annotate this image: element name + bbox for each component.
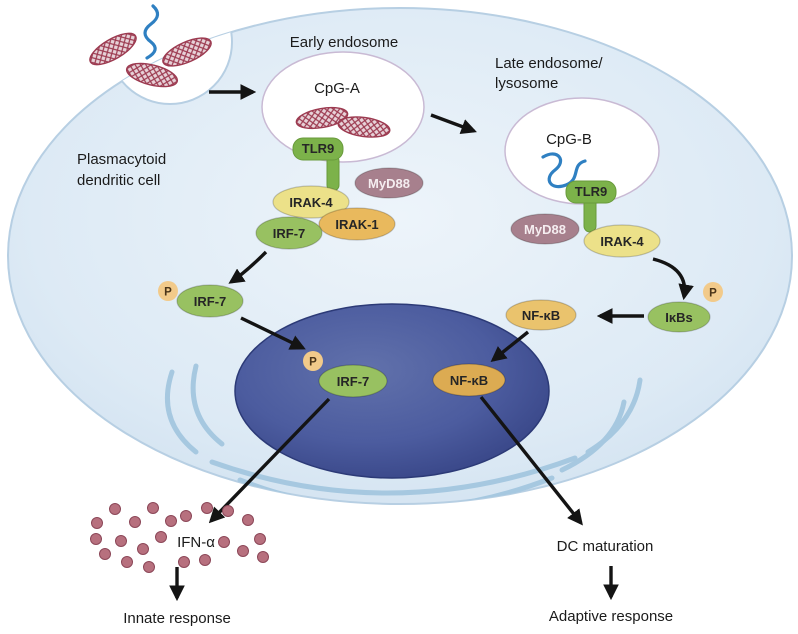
adaptive-response-label: Adaptive response <box>549 608 673 625</box>
myd88-late-oval <box>510 213 580 245</box>
irf7-phospho-oval <box>176 284 244 318</box>
irf7-early-oval <box>255 216 323 250</box>
arrow-irf7-activation <box>228 250 268 284</box>
cpg-dna-cluster <box>89 32 212 88</box>
tlr9-early-receptor <box>292 137 344 161</box>
ifn-alpha-label: IFN-α <box>177 534 215 551</box>
arrow-nfkb-to-nucleus <box>490 330 530 362</box>
myd88-early-label: MyD88 <box>368 176 410 191</box>
arrow-irf7-to-ifn <box>208 397 331 524</box>
irak4-late-label: IRAK-4 <box>600 234 644 249</box>
ikbs-label: IκBs <box>665 310 692 325</box>
innate-response-label: Innate response <box>123 610 231 627</box>
tlr9-early-label: TLR9 <box>302 141 335 156</box>
myd88-early-oval <box>354 167 424 199</box>
early-endosome-label: Early endosome <box>290 34 398 51</box>
ifn-alpha-dots <box>90 502 269 573</box>
nfkb-nuclear-label: NF-κB <box>450 373 488 388</box>
arrow-early-to-late-endosome <box>430 113 477 134</box>
arrow-irf7-to-nucleus <box>240 316 306 350</box>
cell-label-line1: Plasmacytoid <box>77 151 166 168</box>
nucleus <box>234 303 550 479</box>
irf7-nuclear-oval <box>318 364 388 398</box>
ikbs-oval <box>647 301 711 333</box>
tlr9-late-receptor <box>565 180 617 204</box>
irak4-early-oval <box>272 185 350 219</box>
nfkb-nuclear-oval <box>432 363 506 397</box>
cell-label-line2: dendritic cell <box>77 172 160 189</box>
dc-maturation-label: DC maturation <box>557 538 654 555</box>
phospho-badge-ikbs <box>703 282 723 302</box>
tlr9-late-label: TLR9 <box>575 184 608 199</box>
irf7-phospho-label: IRF-7 <box>194 294 227 309</box>
nfkb-cyto-label: NF-κB <box>522 308 560 323</box>
cpg-b-strand <box>541 152 587 189</box>
phospho-badge-cyto <box>158 281 178 301</box>
irf7-nuclear-label: IRF-7 <box>337 374 370 389</box>
irf7-early-label: IRF-7 <box>273 226 306 241</box>
phospho-badge-ikbs-label: P <box>709 288 717 300</box>
late-endosome-label-line1: Late endosome/ <box>495 55 603 72</box>
phospho-badge-nuclear-label: P <box>309 357 317 369</box>
late-endosome-label-line2: lysosome <box>495 75 558 92</box>
arrow-irak4-to-ikbs <box>652 257 694 301</box>
cpg-b-strand-outside <box>143 4 160 60</box>
irak4-early-label: IRAK-4 <box>289 195 333 210</box>
phospho-badge-nuclear <box>303 351 323 371</box>
nfkb-cyto-oval <box>505 299 577 331</box>
late-endosome-circle <box>504 97 660 205</box>
irak4-late-oval <box>583 224 661 258</box>
irak1-label: IRAK-1 <box>335 217 378 232</box>
arrow-nfkb-to-dc-maturation <box>479 395 583 526</box>
cpg-b-label: CpG-B <box>546 131 592 148</box>
irak1-oval <box>318 207 396 241</box>
myd88-late-label: MyD88 <box>524 222 566 237</box>
phospho-badge-cyto-label: P <box>164 287 172 299</box>
cpg-a-label: CpG-A <box>314 80 360 97</box>
